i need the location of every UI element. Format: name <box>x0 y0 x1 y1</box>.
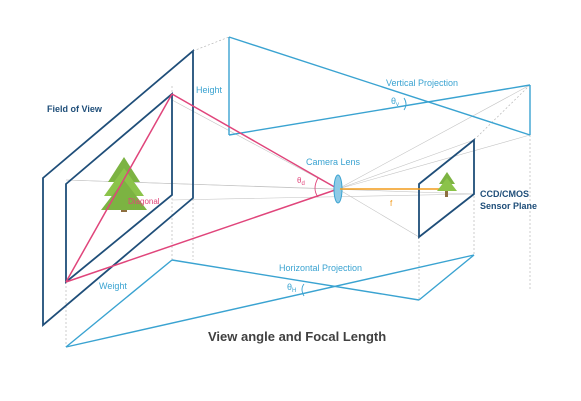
height-label: Height <box>196 85 223 95</box>
camera-lens-label: Camera Lens <box>306 157 361 167</box>
horizontal-projection-label: Horizontal Projection <box>279 263 362 273</box>
theta-d-label: θd <box>297 176 305 187</box>
vertical-projection <box>228 36 531 136</box>
theta-h-arc <box>301 283 305 297</box>
theta-h-label: θH <box>287 282 296 294</box>
tree-icon <box>101 157 147 212</box>
sensor-label-line2: Sensor Plane <box>480 201 537 211</box>
theta-v-label: θv <box>391 96 399 108</box>
diagonal-label: Diagonal <box>128 197 160 206</box>
theta-v-arc <box>403 97 407 111</box>
theta-d-arc <box>314 177 319 198</box>
field-of-view-inner-frame <box>65 92 173 284</box>
diagram-caption: View angle and Focal Length <box>208 329 386 344</box>
weight-label: Weight <box>99 281 127 291</box>
field-of-view-outer-frame <box>42 49 194 327</box>
sensor-tree-icon <box>437 172 457 197</box>
horizontal-projection <box>65 254 475 348</box>
vertical-projection-label: Vertical Projection <box>386 78 458 88</box>
diagonal-triangle <box>65 93 339 283</box>
field-of-view-label: Field of View <box>47 104 103 114</box>
sensor-plane-frame <box>418 138 475 239</box>
focal-length-label: f <box>390 199 393 208</box>
sensor-label-line1: CCD/CMOS <box>480 189 529 199</box>
projection-rays <box>65 84 531 238</box>
